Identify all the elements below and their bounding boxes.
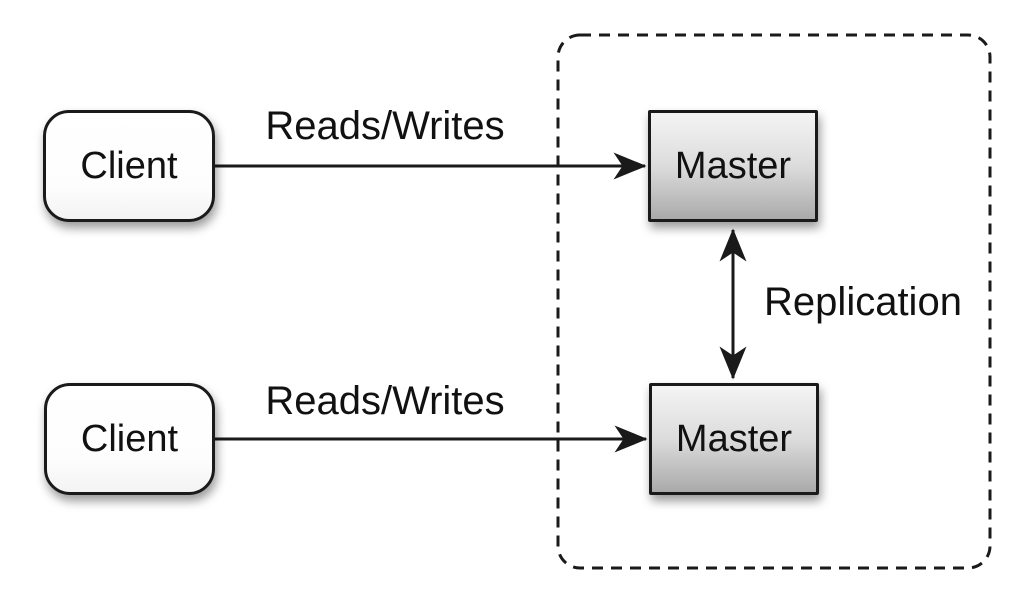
node-client-bottom-label: Client [80, 418, 179, 460]
edge-label-replication: Replication [764, 280, 962, 324]
edge-label-reads-writes-bottom: Reads/Writes [265, 379, 505, 423]
node-client-top-label: Client [80, 145, 178, 187]
node-master-top-label: Master [674, 145, 792, 187]
edge-label-reads-writes-top: Reads/Writes [265, 104, 505, 148]
node-master-bottom-label: Master [675, 418, 793, 460]
node-master-top: Master [648, 110, 818, 222]
replication-group-dashed-border [556, 33, 992, 570]
node-master-bottom: Master [649, 383, 819, 495]
node-client-top: Client [43, 110, 215, 222]
node-client-bottom: Client [44, 383, 215, 495]
